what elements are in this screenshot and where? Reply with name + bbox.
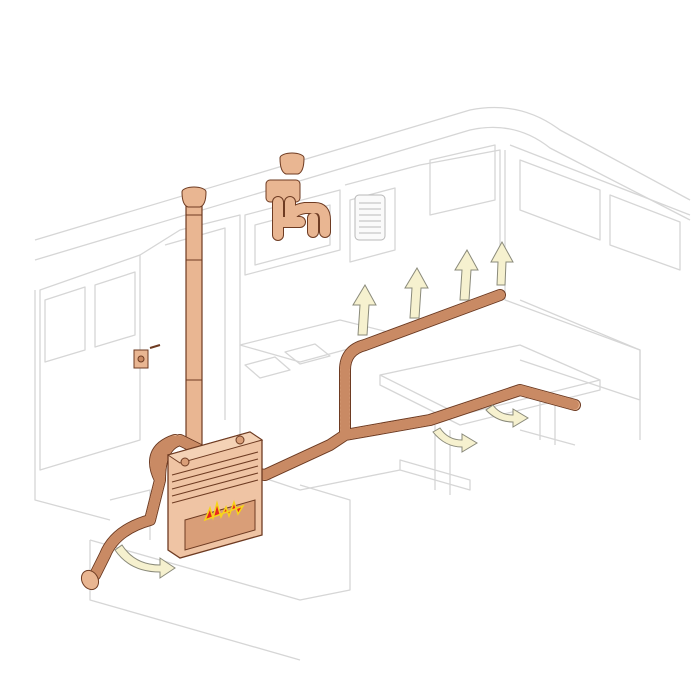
deck-fitting-icon [265,152,331,241]
cabin-outline [34,106,691,661]
warm-air-arrow-icon [454,248,479,301]
warm-air-arrow-icon [352,283,377,336]
warm-air-arrow-icon [432,427,478,453]
warm-air-arrow-icon [404,266,429,319]
warm-air-arrows [114,240,529,579]
thermostat-icon[interactable] [133,344,161,369]
flame-icon [203,499,245,522]
warm-air-arrow-icon [490,240,514,286]
chimney-icon [181,186,207,451]
heater-icon[interactable] [166,431,264,559]
warm-air-ducting [80,295,575,591]
warm-air-arrow-icon [485,404,529,428]
warm-air-arrow-icon [114,544,176,579]
ceiling-vent [354,194,386,241]
